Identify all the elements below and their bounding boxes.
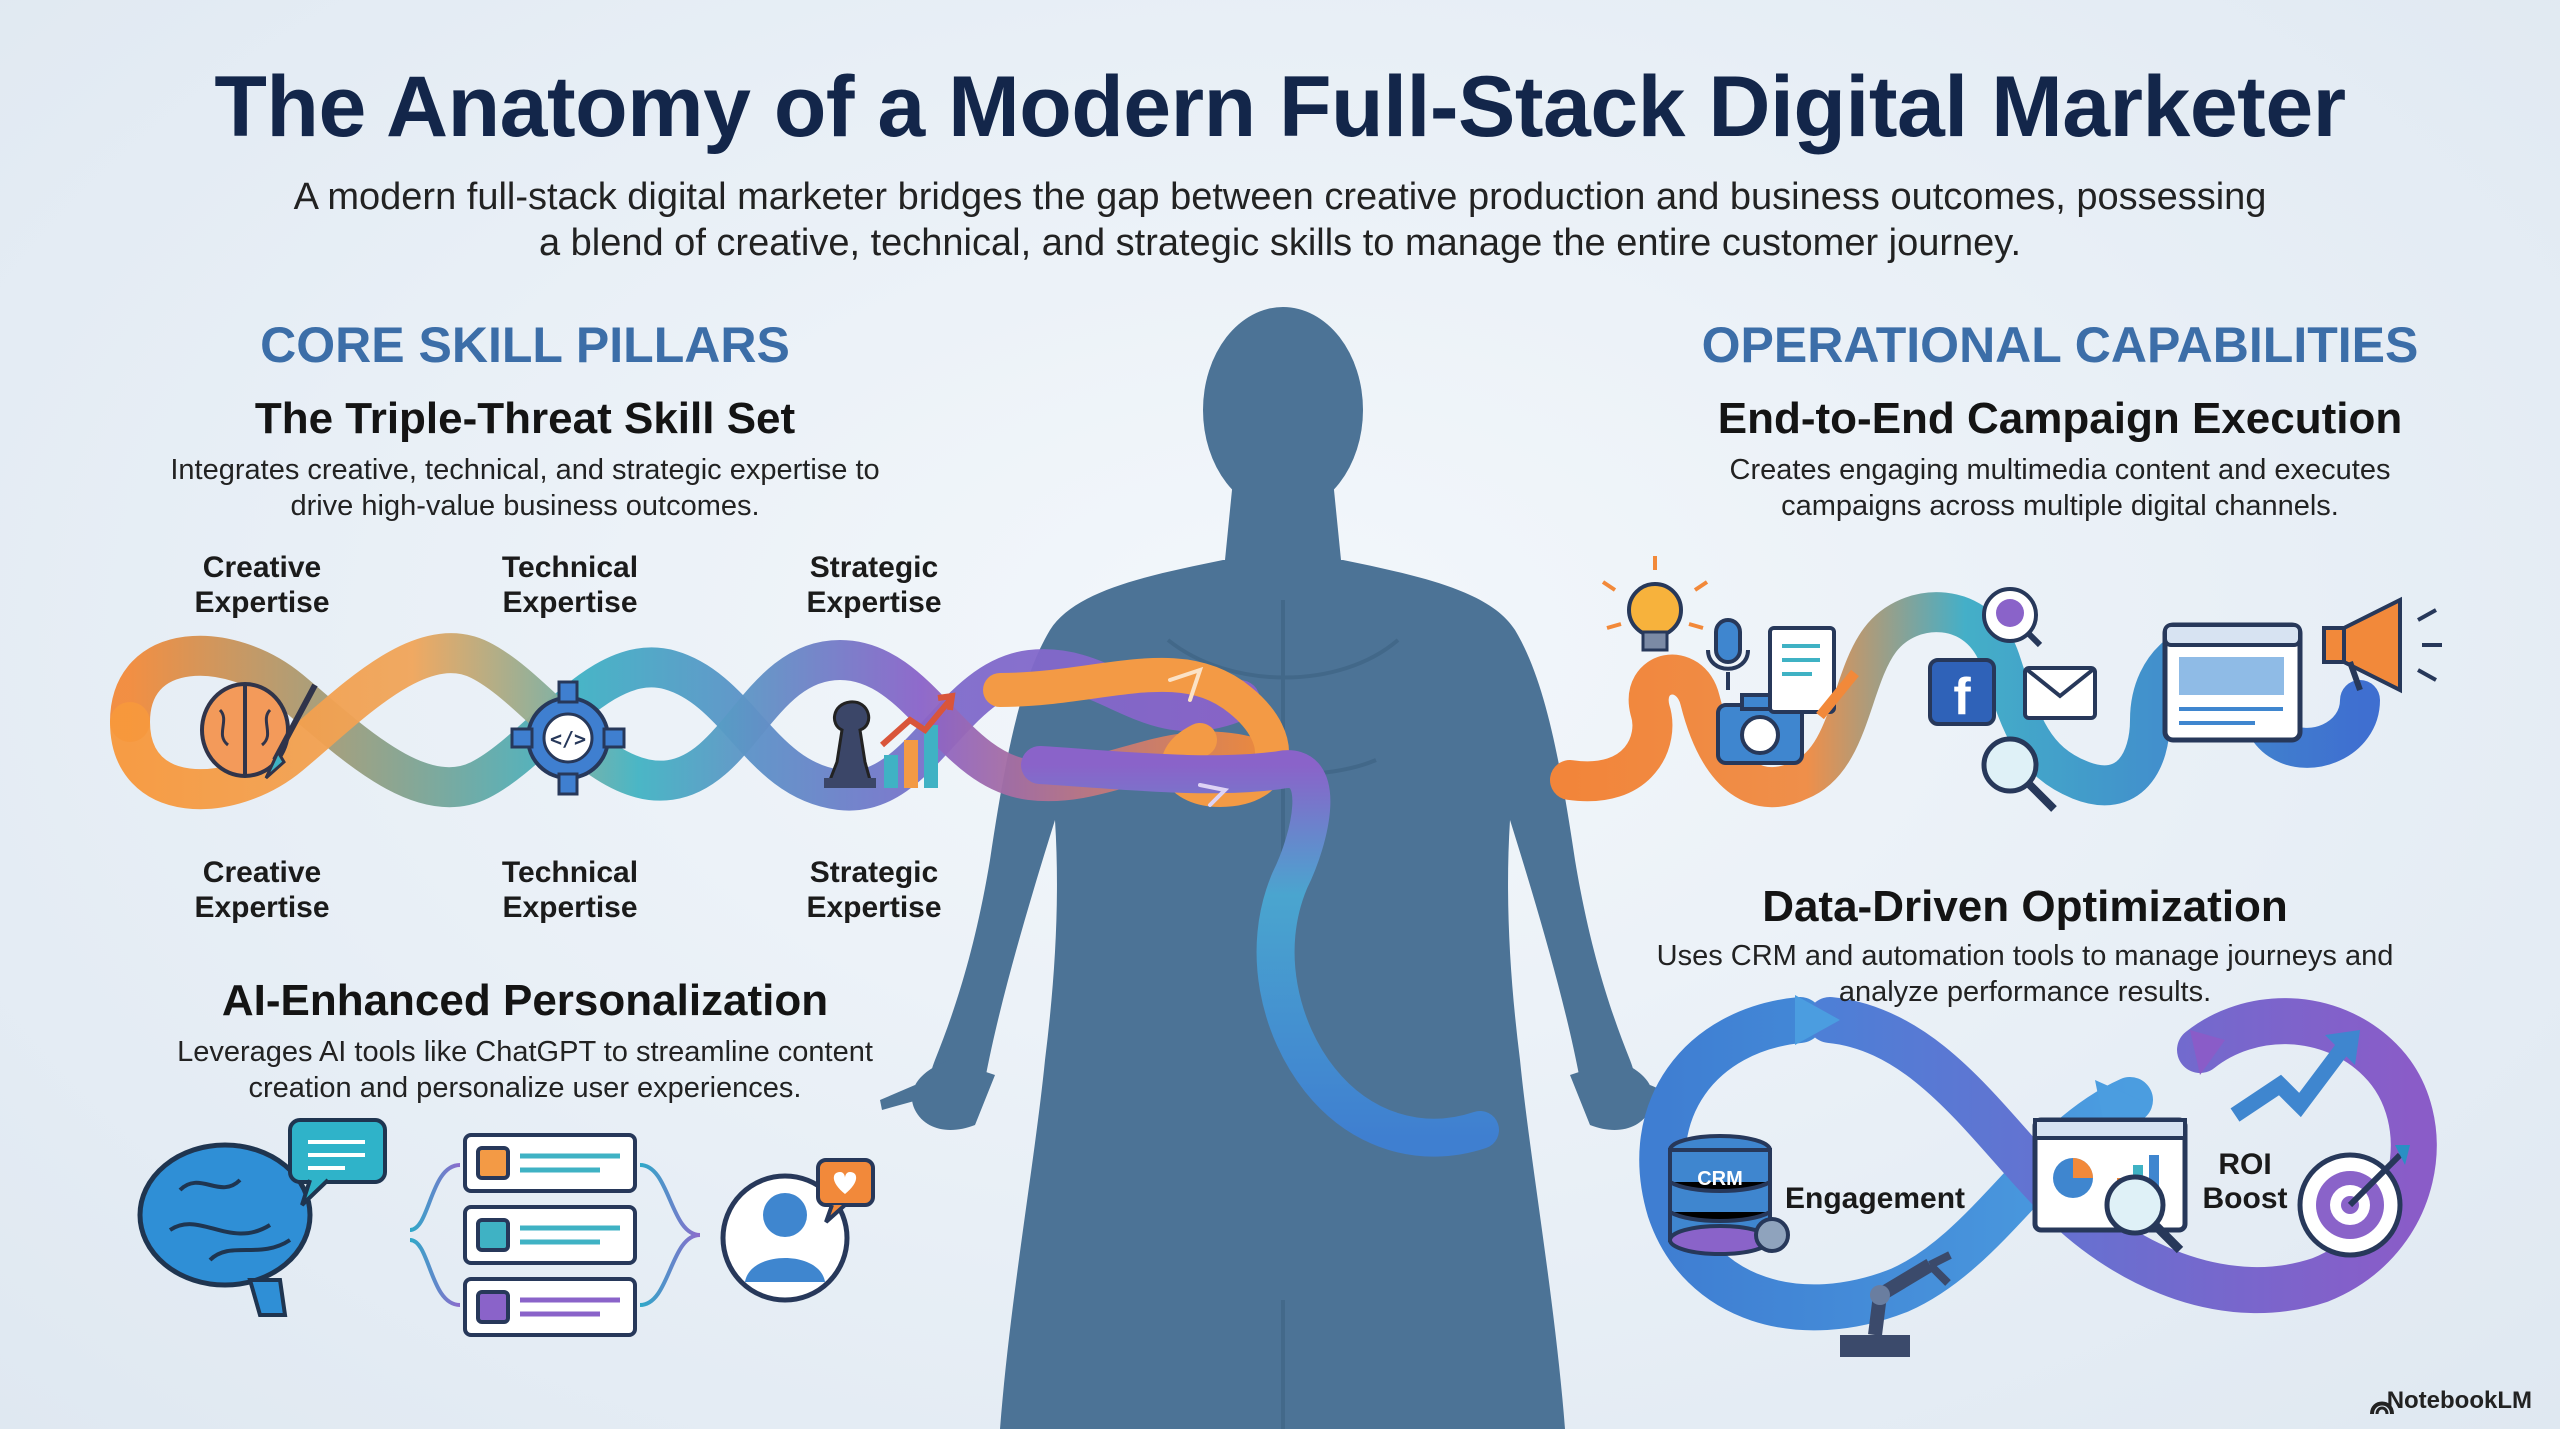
notebooklm-logo-icon <box>2370 1401 2394 1415</box>
svg-text:f: f <box>1953 668 1971 726</box>
helix-top-label-strategic: Strategic Expertise <box>806 551 942 619</box>
megaphone-icon <box>2322 596 2442 694</box>
ai-personalization-text: Leverages AI tools like ChatGPT to strea… <box>177 1036 873 1104</box>
notebooklm-brand: NotebookLM <box>2386 1387 2532 1414</box>
operational-capabilities-heading: OPERATIONAL CAPABILITIES <box>1701 317 2419 373</box>
helix-top-label-creative: Creative Expertise <box>194 551 330 619</box>
user-profile-heart-icon <box>720 1158 875 1303</box>
brain-paintbrush-icon <box>200 682 318 780</box>
target-arrow-icon <box>2230 1030 2410 1258</box>
ai-personalization-title: AI-Enhanced Personalization <box>221 976 829 1025</box>
content-card-icon <box>463 1133 637 1337</box>
analytics-search-icon <box>1982 587 2043 648</box>
helix-bottom-label-technical: Technical Expertise <box>501 856 639 924</box>
robot-arm-icon <box>1840 1251 1952 1357</box>
triple-threat-title: The Triple-Threat Skill Set <box>254 394 796 443</box>
helix-bottom-label-strategic: Strategic Expertise <box>806 856 942 924</box>
triple-threat-text: Integrates creative, technical, and stra… <box>170 454 880 522</box>
lightbulb-icon <box>1601 556 1709 652</box>
page-subtitle: A modern full-stack digital marketer bri… <box>293 176 2267 264</box>
page-title: The Anatomy of a Modern Full-Stack Digit… <box>214 59 2346 155</box>
dashboard-magnifier-icon <box>2032 1117 2188 1254</box>
magnifier-icon <box>1981 736 2057 812</box>
crm-database-icon <box>1668 1134 1790 1256</box>
core-skill-pillars-heading: CORE SKILL PILLARS <box>260 317 790 373</box>
data-optimization-title: Data-Driven Optimization <box>1762 882 2288 931</box>
facebook-icon: f <box>1928 658 1996 726</box>
engagement-label: Engagement <box>1784 1182 1966 1215</box>
ai-connector-lines <box>300 1163 701 1307</box>
helix-top-label-technical: Technical Expertise <box>501 551 639 619</box>
browser-window-icon <box>2162 622 2303 743</box>
data-optimization-text: Uses CRM and automation tools to manage … <box>1656 940 2394 1008</box>
crm-label: CRM <box>1697 1168 1743 1190</box>
campaign-execution-text: Creates engaging multimedia content and … <box>1729 454 2391 522</box>
roi-boost-label: ROI Boost <box>2202 1148 2288 1215</box>
code-gear-icon: </> <box>510 680 626 796</box>
campaign-execution-title: End-to-End Campaign Execution <box>1717 394 2403 443</box>
helix-bottom-label-creative: Creative Expertise <box>194 856 330 924</box>
chess-growth-chart-icon <box>824 692 956 788</box>
microphone-icon <box>1706 618 1750 690</box>
email-icon <box>2023 666 2097 720</box>
ai-brain-chat-icon <box>137 1118 387 1317</box>
document-pen-icon <box>1768 626 1859 720</box>
svg-text:</>: </> <box>550 727 586 751</box>
skill-ribbon <box>983 657 1499 1157</box>
camera-icon <box>1716 693 1804 765</box>
